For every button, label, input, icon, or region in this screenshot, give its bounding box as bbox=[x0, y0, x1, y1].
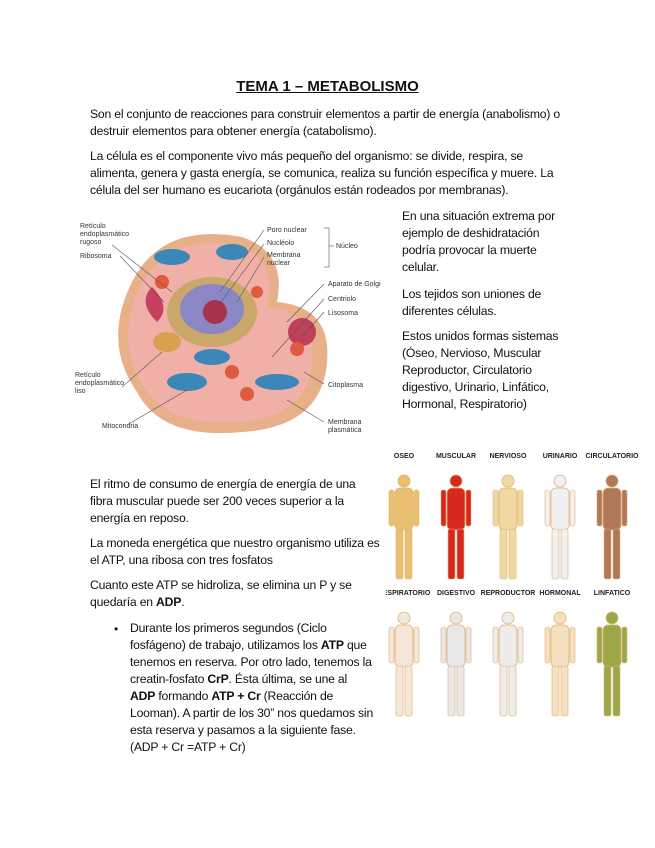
side-paragraph-3: Estos unidos formas sistemas (Óseo, Nerv… bbox=[402, 329, 559, 411]
label-nucleolo: Nucléolo bbox=[267, 240, 294, 247]
system-label-linfatico: LINFATICO bbox=[594, 590, 631, 597]
lower-paragraph-1: El ritmo de consumo de energía de energí… bbox=[90, 477, 356, 525]
body-figure-hormonal bbox=[544, 611, 576, 717]
system-label-reproductor: REPRODUCTOR bbox=[481, 590, 536, 597]
body-figure-reproductor bbox=[492, 611, 524, 717]
body-figure-digestivo bbox=[440, 611, 472, 717]
body-figure-respiratorio bbox=[388, 611, 420, 717]
label-mitocondria: Mitocondria bbox=[102, 423, 138, 430]
body-figure-circulatorio bbox=[596, 474, 628, 580]
system-label-urinario: URINARIO bbox=[543, 453, 578, 460]
label-citoplasma: Citoplasma bbox=[328, 382, 363, 389]
page-title: TEMA 1 – METABOLISMO bbox=[236, 78, 419, 95]
cell-illustration bbox=[118, 234, 328, 434]
lower-paragraph-2: La moneda energética que nuestro organis… bbox=[90, 536, 380, 567]
intro-paragraph-2: La célula es el componente vivo más pequ… bbox=[90, 149, 554, 197]
intro-paragraph-1: Son el conjunto de reacciones para const… bbox=[90, 107, 560, 138]
atp-paragraph: Cuanto este ATP se hidroliza, se elimina… bbox=[90, 578, 352, 609]
body-figure-muscular bbox=[440, 474, 472, 580]
label-ribosoma: Ribosoma bbox=[80, 253, 112, 260]
label-poro-nuclear: Poro nuclear bbox=[267, 227, 307, 234]
label-nucleo: Núcleo bbox=[336, 243, 358, 250]
bullet-paragraph: Durante los primeros segundos (Ciclo fos… bbox=[130, 621, 374, 754]
side-paragraph-2: Los tejidos son uniones de diferentes cé… bbox=[402, 287, 542, 318]
system-label-respiratorio: RESPIRATORIO bbox=[386, 590, 431, 597]
body-systems-figure: OSEO MUSCULAR NERVIOSO URINARIO CIRCULAT… bbox=[386, 453, 639, 717]
body-figure-linfatico bbox=[596, 611, 628, 717]
side-paragraph-1: En una situación extrema por ejemplo de … bbox=[402, 209, 555, 274]
label-lisosoma: Lisosoma bbox=[328, 310, 358, 317]
system-label-nervioso: NERVIOSO bbox=[490, 453, 527, 460]
body-figure-nervioso bbox=[492, 474, 524, 580]
body-figure-urinario bbox=[544, 474, 576, 580]
system-label-digestivo: DIGESTIVO bbox=[437, 590, 476, 597]
bullet-icon: • bbox=[114, 622, 119, 636]
label-golgi: Aparato de Golgi bbox=[328, 281, 381, 288]
system-label-circulatorio: CIRCULATORIO bbox=[585, 453, 639, 460]
system-label-muscular: MUSCULAR bbox=[436, 453, 476, 460]
system-label-hormonal: HORMONAL bbox=[539, 590, 581, 597]
body-figure-oseo bbox=[388, 474, 420, 580]
system-label-oseo: OSEO bbox=[394, 453, 415, 460]
label-centriolo: Centriolo bbox=[328, 296, 356, 303]
